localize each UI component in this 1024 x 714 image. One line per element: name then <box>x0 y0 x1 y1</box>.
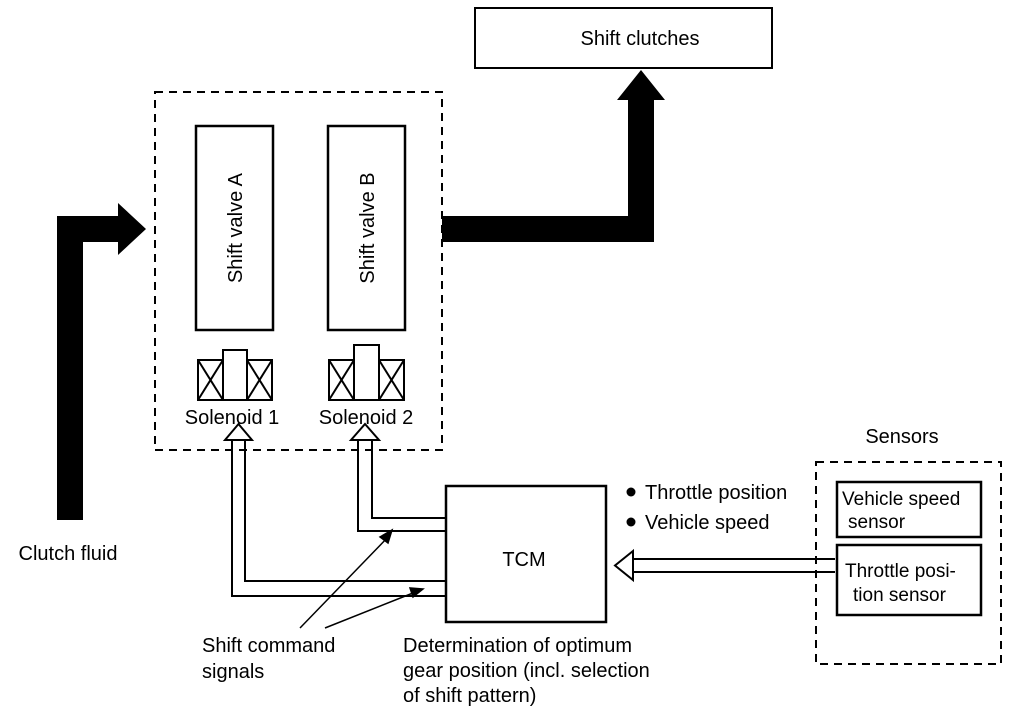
shift-valve-a-label: Shift valve A <box>225 172 247 283</box>
solenoid-1-signal-arrowhead <box>222 422 255 441</box>
input-throttle-position: Throttle position <box>645 482 787 504</box>
valve-body-group <box>154 91 443 451</box>
throttle-position-sensor-label: Throttle posi- <box>845 561 956 582</box>
shift-clutch-output-arrow <box>442 70 665 242</box>
vehicle-speed-sensor-box <box>835 480 983 539</box>
input-vehicle-speed: Vehicle speed <box>645 512 770 534</box>
tcm-label: TCM <box>502 549 545 571</box>
determination-label: gear position (incl. selection <box>403 660 650 682</box>
shift-valve-b-label: Shift valve B <box>357 172 379 283</box>
clutch-fluid-arrow <box>57 203 146 520</box>
shift-valve-b <box>326 124 407 332</box>
solenoid-1-icon <box>197 349 273 401</box>
solenoid-2-label: Solenoid 2 <box>319 407 414 429</box>
shift-valve-a <box>194 124 275 332</box>
bullet-icon <box>626 517 636 527</box>
shift-clutches-box <box>474 7 773 69</box>
solenoid-2-signal-arrowhead <box>348 422 382 441</box>
shift-command-signals-label: Shift command <box>202 635 335 657</box>
bullet-icon <box>626 487 636 497</box>
solenoid-1-signal-line <box>231 440 446 597</box>
vehicle-speed-sensor-label: sensor <box>848 512 906 533</box>
solenoid-1-label: Solenoid 1 <box>185 407 280 429</box>
sensors-group <box>815 461 1002 665</box>
throttle-position-sensor-box <box>835 543 983 617</box>
vehicle-speed-sensor-label: Vehicle speed <box>842 489 960 510</box>
sensors-title: Sensors <box>865 426 938 448</box>
sensors-to-tcm-arrowhead <box>613 548 634 583</box>
shift-command-signals-label: signals <box>202 661 264 683</box>
solenoid-2-icon <box>328 344 405 401</box>
shift-clutches-label: Shift clutches <box>581 28 700 50</box>
clutch-fluid-label: Clutch fluid <box>19 543 118 565</box>
shift-command-leader-lines <box>299 528 425 629</box>
solenoid-2-signal-line <box>357 440 446 532</box>
determination-label: Determination of optimum <box>403 635 632 657</box>
determination-label: of shift pattern) <box>403 685 536 707</box>
sensors-to-tcm-line <box>633 558 835 573</box>
throttle-position-sensor-label: tion sensor <box>853 585 947 606</box>
tcm-box <box>444 484 608 624</box>
